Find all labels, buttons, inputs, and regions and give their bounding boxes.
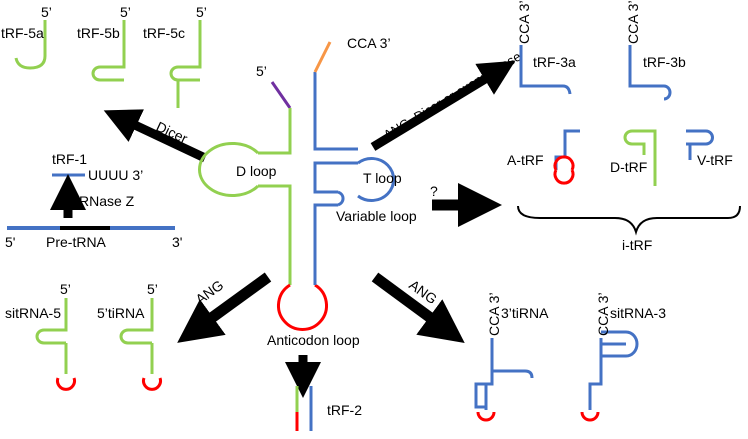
sitrna-3-fragment	[580, 330, 639, 422]
ang-left-arrow	[177, 272, 272, 343]
ang-dicer-exo-arrow	[370, 60, 516, 151]
trf-5b-five-prime: 5’	[120, 4, 131, 20]
sitrna-3-label: sitRNA-3	[610, 305, 666, 321]
trf-3b-fragment	[628, 45, 672, 101]
trf-3a-cca3: CCA 3’	[516, 0, 532, 44]
trf-5c-label: tRF-5c	[143, 25, 185, 41]
trf-2-fragment	[295, 386, 313, 431]
trf-5a-fragment	[14, 20, 47, 70]
a-trf-fragment	[553, 129, 580, 185]
tirna-5-fragment	[119, 298, 162, 391]
variable-loop-label: Variable loop	[336, 208, 417, 224]
trf-5b-fragment	[91, 20, 126, 82]
pre-trna-label: Pre-tRNA	[46, 234, 107, 250]
d-trf-fragment	[623, 129, 657, 186]
trf-5a-five-prime: 5’	[41, 4, 52, 20]
anticodon-loop-label: Anticodon loop	[267, 332, 360, 348]
v-trf-label: V-tRF	[697, 152, 733, 168]
tirna-3-fragment	[474, 338, 534, 422]
central-trna	[198, 41, 396, 331]
ang-right-arrow	[371, 272, 465, 344]
pre-trna-five-prime: 5'	[5, 234, 15, 250]
dicer-arrow	[103, 109, 207, 163]
trf-3a-label: tRF-3a	[533, 54, 576, 70]
itrf-label: i-tRF	[622, 237, 652, 253]
trf-5b-label: tRF-5b	[77, 25, 120, 41]
v-trf-fragment	[686, 129, 714, 160]
t-loop-label: T loop	[363, 170, 402, 186]
sitrna-5-label: sitRNA-5	[5, 305, 61, 321]
trf-5c-five-prime: 5’	[196, 4, 207, 20]
trf-3a-fragment	[519, 45, 572, 95]
uuuu3-label: UUUU 3’	[88, 167, 143, 183]
tirna-5-label: 5’tiRNA	[97, 305, 145, 321]
rnasez-label: RNase Z	[79, 193, 135, 209]
d-trf-label: D-tRF	[610, 159, 647, 175]
sitrna-5-fragment	[35, 298, 76, 391]
center-five-prime: 5’	[256, 63, 267, 79]
trf-2-label: tRF-2	[327, 402, 362, 418]
tirna5-five-prime: 5’	[147, 281, 158, 297]
tirna-3-label: 3’tiRNA	[501, 305, 549, 321]
trf-5a-label: tRF-5a	[1, 25, 44, 41]
trf-1-label: tRF-1	[52, 151, 87, 167]
center-cca3: CCA 3’	[347, 35, 391, 51]
ang-left-label: ANG	[192, 277, 226, 308]
tirna3-cca3: CCA 3’	[486, 292, 502, 336]
d-loop-label: D loop	[236, 163, 277, 179]
pre-trna-three-prime: 3'	[172, 234, 182, 250]
sitrna3-cca3: CCA 3’	[595, 292, 611, 336]
question-label: ?	[430, 183, 438, 199]
trf-5c-fragment	[169, 20, 202, 108]
itrf-brace	[517, 205, 741, 236]
ang-dicer-exo-label: ANG, Dicer or exonuclease	[381, 49, 524, 143]
trf-3b-cca3: CCA 3’	[625, 0, 641, 44]
a-trf-label: A-tRF	[507, 152, 544, 168]
sitrna5-five-prime: 5’	[60, 281, 71, 297]
trf-3b-label: tRF-3b	[643, 54, 686, 70]
